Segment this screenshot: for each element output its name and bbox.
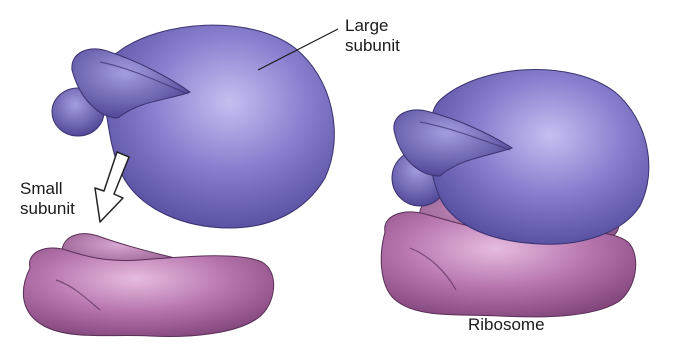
small-subunit-label: Small subunit [20,179,100,219]
large-subunit-label-line1: Large [345,16,425,36]
small-subunit-label-line2: subunit [20,199,100,219]
small-subunit-body [23,248,273,336]
outline-down-arrow-icon [95,152,129,222]
ribosome-label: Ribosome [468,315,545,335]
ribosome-assembled [381,69,649,316]
small-subunit-separate [23,234,273,337]
small-subunit-label-line1: Small [20,179,100,199]
large-subunit-label-line2: subunit [345,36,425,56]
large-subunit-label: Large subunit [345,16,425,56]
large-subunit-body [101,25,334,228]
